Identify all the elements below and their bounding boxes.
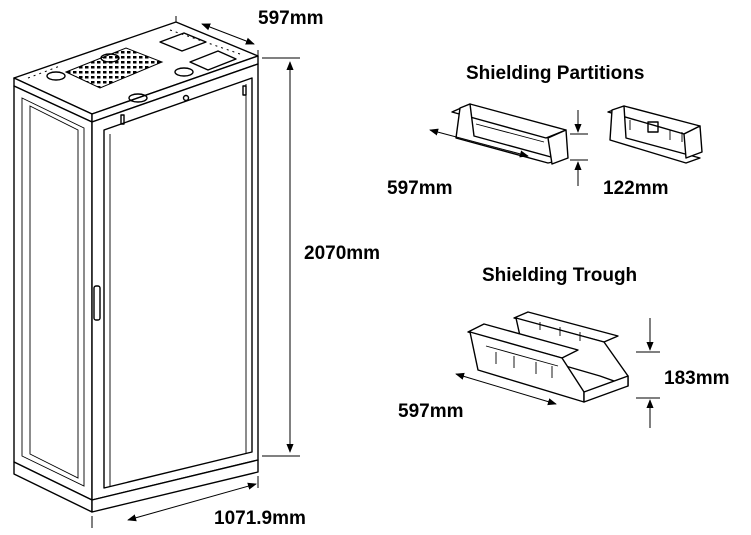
trough-height-label: 183mm bbox=[664, 368, 730, 389]
cabinet-front-door bbox=[103, 77, 253, 489]
cable-entry-hole bbox=[100, 53, 120, 63]
top-panel-cover bbox=[189, 50, 237, 71]
cable-entry-hole bbox=[128, 93, 148, 103]
trough-title: Shielding Trough bbox=[482, 265, 638, 286]
cabinet-side-panel bbox=[13, 85, 93, 501]
server-cabinet bbox=[13, 16, 300, 528]
door-handle bbox=[93, 285, 101, 321]
shielding-trough-drawing bbox=[455, 311, 660, 428]
partitions-title: Shielding Partitions bbox=[466, 63, 645, 84]
trough-length-label: 597mm bbox=[398, 401, 464, 422]
cable-entry-hole bbox=[174, 67, 194, 77]
cabinet-height-label: 2070mm bbox=[304, 243, 381, 264]
cabinet-depth-label: 1071.9mm bbox=[214, 508, 306, 529]
side-panel-inset bbox=[29, 105, 79, 479]
cabinet-width-label: 597mm bbox=[258, 8, 324, 29]
vent-grille bbox=[64, 47, 164, 89]
lock-icon bbox=[182, 94, 190, 102]
partitions-length-label: 597mm bbox=[387, 178, 453, 199]
shielding-partitions-drawing bbox=[429, 103, 703, 186]
side-panel-inner bbox=[21, 97, 85, 487]
cable-entry-hole bbox=[46, 71, 66, 81]
partitions-height-label: 122mm bbox=[603, 178, 669, 199]
